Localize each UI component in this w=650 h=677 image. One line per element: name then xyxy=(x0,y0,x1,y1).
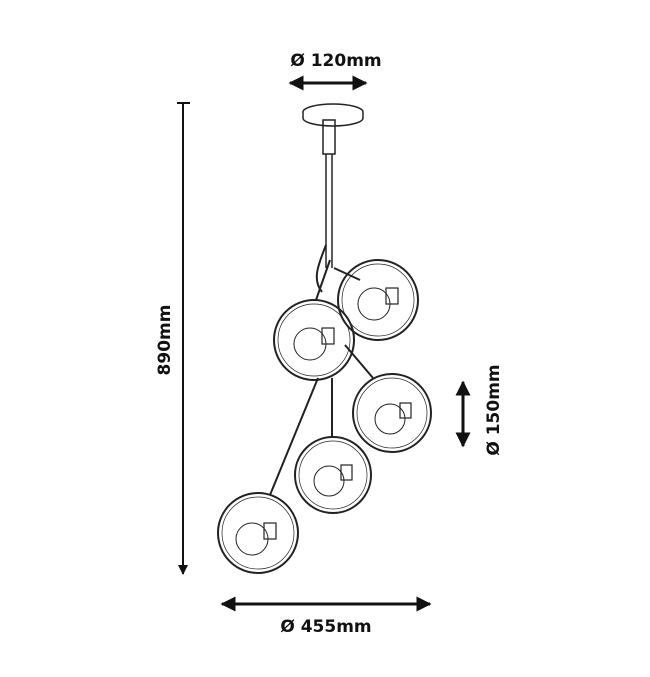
globe xyxy=(273,299,355,381)
globe xyxy=(217,492,299,574)
globe xyxy=(352,373,432,453)
canopy-diameter-label: Ø 120mm xyxy=(290,51,381,71)
cords xyxy=(269,244,374,496)
height-dimension: 890mm xyxy=(155,102,190,575)
height-label: 890mm xyxy=(155,305,175,376)
globes xyxy=(217,259,432,574)
overall-width-dimension: Ø 455mm xyxy=(220,596,432,637)
canopy-width-dimension: Ø 120mm xyxy=(288,51,382,91)
globe-diameter-dimension: Ø 150mm xyxy=(455,364,504,456)
globe xyxy=(294,436,372,514)
overall-diameter-label: Ø 455mm xyxy=(280,617,371,637)
globe xyxy=(337,259,419,341)
globe-diameter-label: Ø 150mm xyxy=(484,364,504,455)
canopy xyxy=(302,103,364,268)
